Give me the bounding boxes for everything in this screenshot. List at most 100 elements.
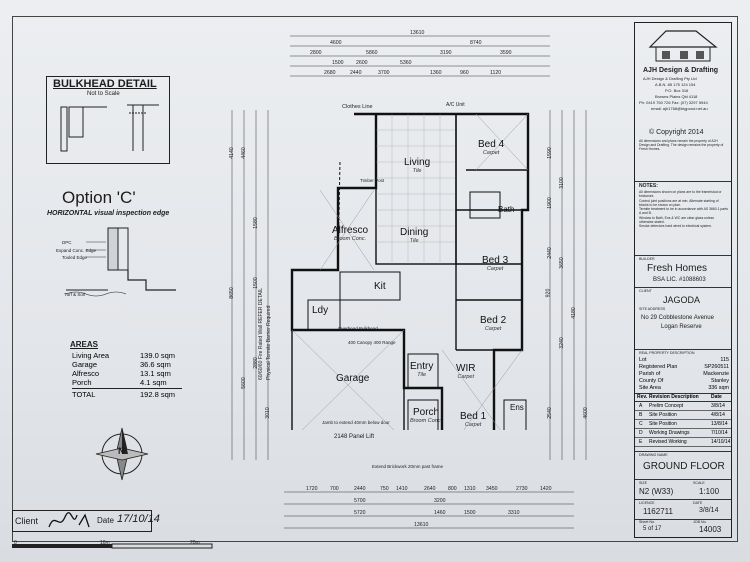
drawing-name: GROUND FLOOR [643,461,725,472]
areas-total-value: 192.8 sqm [140,390,176,399]
right-dimensions: 1590 1900 2440 920 3100 3650 3240 2540 4… [540,110,602,470]
dim-text: 1900 [546,197,553,209]
sheet-value: 5 of 17 [643,526,662,532]
dim-text: 3010 [264,407,271,419]
client-signature [48,512,90,528]
areas-row-value: 139.0 sqm [140,351,176,360]
bulkhead-detail: BULKHEAD DETAIL Not to Scale [46,76,170,164]
drawing-divider [635,451,731,452]
dim-text: 3590 [500,50,512,56]
dim-text: 1420 [540,486,552,492]
note-item: Smoke detectors hard wired to electrical… [639,224,712,228]
dim-text: 8740 [470,40,482,46]
client-name: JAGODA [663,295,701,305]
dim-text: 2440 [354,486,366,492]
dim-text: 2640 [424,486,436,492]
note-panel-lift: 2148 Panel Lift [334,434,375,440]
builder-name: Fresh Homes [647,263,708,274]
bottom-dimensions: 1720 700 2440 750 1410 2640 800 1310 345… [284,484,584,538]
dim-text: 1460 [434,510,446,516]
option-subtitle: HORIZONTAL visual inspection edge [47,210,170,217]
company-abn: A.B.N. 85 175 124 154 [655,82,696,87]
dim-text: 13610 [410,30,425,36]
notes-heading: NOTES: [639,183,658,189]
dim-text: 1500 [332,60,344,66]
note-item: Control joint positions are at min. Alte… [639,198,719,207]
dim-text: 5860 [366,50,378,56]
areas-heading: AREAS [70,340,99,349]
left-dimensions: 4140 4460 1580 8650 5600 1500 2880 3010 [218,110,278,470]
dim-text: 3240 [558,337,565,349]
option-expand-label: Expand Conc. Edge [56,248,97,253]
dim-text: 1500 [464,510,476,516]
room-ldy: Ldy [312,305,329,316]
rpd-label: REAL PROPERTY DESCRIPTION [639,351,695,355]
site-label: SITE ADDRESS [639,307,666,311]
date-label: Date [97,516,114,525]
dim-text: 2800 [310,50,322,56]
note-timber-post: Timber Post [360,178,385,183]
dim-text: 5720 [354,510,366,516]
top-dimensions: 13610 4600 8740 2800 5860 3190 3590 5360… [290,30,560,90]
dim-text: 3450 [486,486,498,492]
date-value: 17/10/14 [117,513,160,525]
licence-value: 1162711 [643,507,673,516]
note-clothes-line: Clothes Line [342,104,373,110]
site-line2: Logan Reserve [661,324,702,330]
dim-text: 3190 [440,50,452,56]
note-jamb: Jamb to extend 40mm below door [322,420,390,425]
size-label: SIZE [639,481,647,485]
option-dpc-label: DPC [62,240,72,245]
job-value: 14003 [699,525,722,534]
notes-divider [635,181,731,182]
rev-row: A Prelim Concept 3/8/14 [635,402,731,411]
sheet-divider [635,519,731,520]
builder-bsa: BSA LIC. #1088603 [653,277,706,283]
dim-text: 2440 [546,247,553,259]
dim-text: 3650 [558,257,565,269]
areas-row-value: 4.1 sqm [140,378,167,387]
size-divider [635,479,731,480]
room-ens: Ens [510,403,524,412]
scale-value: 1:100 [699,487,720,496]
areas-row-value: 36.6 sqm [140,360,171,369]
company-logo [648,30,718,62]
note-item: All dimensions shown on plans are to the… [639,190,722,199]
scale-tb-label: SCALE [693,481,705,485]
dim-text: 2540 [546,407,553,419]
licence-divider [635,499,731,500]
dim-text: 1310 [464,486,476,492]
dim-text: 2880 [252,357,259,369]
client-tb-label: CLIENT [639,289,652,293]
company-email: email: ajh1768@bigpond.net.au [651,106,708,111]
company-phone: Ph: 0419 750 726 Fax: (07) 3297 5944 [639,100,708,105]
rev-row: E Revised Working 14/10/14 [635,438,731,447]
north-arrow [95,427,149,481]
scale-label: 0 [14,540,17,546]
dim-text: 3200 [434,498,446,504]
dim-text: 1360 [430,70,442,76]
builder-divider [635,255,731,256]
dim-text: 1500 [252,277,259,289]
dim-text: 1590 [546,147,553,159]
areas-row-name: Porch [72,378,92,387]
scale-label: 20m [190,540,200,546]
notes-list: All dimensions shown on plans are to the… [639,190,729,228]
client-divider [635,287,731,288]
bulkhead-sketch [60,104,159,152]
scale-label: 10m [100,540,110,546]
dim-text: 5600 [240,377,247,389]
north-label: N [118,446,125,456]
